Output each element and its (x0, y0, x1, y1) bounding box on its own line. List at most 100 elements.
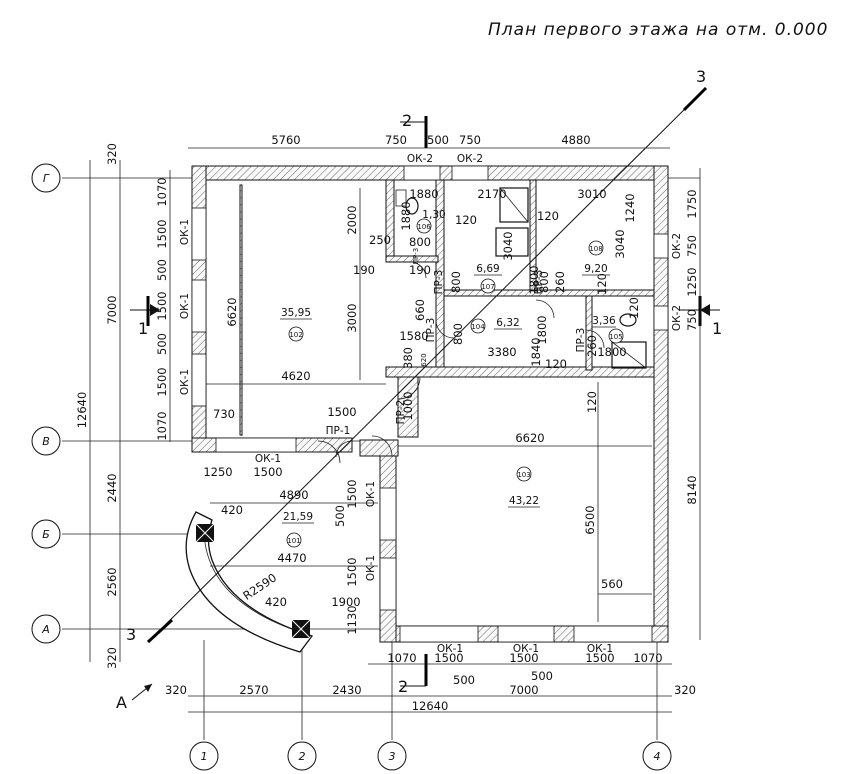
svg-text:5760: 5760 (271, 133, 300, 147)
svg-text:3040: 3040 (501, 231, 515, 260)
svg-text:ОК-2: ОК-2 (407, 153, 433, 165)
svg-text:21,59: 21,59 (283, 511, 313, 523)
svg-text:500: 500 (427, 133, 449, 147)
svg-text:1070: 1070 (155, 411, 169, 440)
svg-text:1130: 1130 (345, 605, 359, 634)
svg-text:ОК-2: ОК-2 (457, 153, 483, 165)
svg-text:750: 750 (459, 133, 481, 147)
dims-right: 1750 750 1250 750 8140 (685, 189, 699, 504)
svg-text:800: 800 (537, 271, 551, 293)
svg-text:320: 320 (674, 683, 696, 697)
svg-text:120: 120 (595, 273, 609, 295)
room-108: 108 9,20 (582, 240, 610, 276)
svg-text:101: 101 (287, 537, 300, 545)
svg-text:6500: 6500 (583, 505, 597, 534)
section-1-label-left: 1 (138, 319, 148, 338)
svg-text:ПР-3: ПР-3 (433, 270, 445, 295)
svg-text:104: 104 (471, 323, 485, 331)
section-labels: 3 3 1 1 2 2 A (116, 67, 722, 712)
svg-text:320: 320 (105, 143, 119, 165)
axis-row-b: Б (31, 519, 61, 549)
svg-text:120: 120 (537, 209, 559, 223)
svg-text:ОК-1: ОК-1 (587, 643, 613, 655)
svg-text:ПР-3: ПР-3 (533, 270, 545, 295)
svg-text:ОК-1: ОК-1 (513, 643, 539, 655)
svg-text:2000: 2000 (345, 205, 359, 234)
svg-text:1800: 1800 (535, 315, 549, 344)
svg-text:120: 120 (455, 213, 477, 227)
svg-text:120: 120 (627, 297, 641, 319)
dims-top: 5760 750 500 750 4880 (271, 133, 590, 147)
svg-text:1500: 1500 (509, 651, 538, 665)
svg-text:620: 620 (420, 353, 428, 366)
svg-text:1250: 1250 (203, 465, 232, 479)
svg-text:1240: 1240 (623, 193, 637, 222)
svg-text:ПР-3: ПР-3 (425, 318, 437, 343)
svg-text:500: 500 (333, 505, 347, 527)
svg-text:1500: 1500 (155, 219, 169, 248)
axis-row-a: А (31, 614, 61, 644)
room-104: 104 6,32 (470, 317, 522, 334)
svg-text:43,22: 43,22 (509, 495, 539, 507)
dims-internal: 6620 2000 3000 250 190 190 660 1580 380 … (203, 187, 641, 635)
svg-text:107: 107 (481, 283, 494, 291)
axis-row-g: Г (31, 163, 61, 193)
svg-text:ПР-3: ПР-3 (575, 328, 587, 353)
svg-text:6,69: 6,69 (476, 263, 499, 275)
svg-text:500: 500 (453, 673, 475, 687)
svg-text:800: 800 (451, 323, 465, 345)
svg-text:800: 800 (409, 235, 431, 249)
svg-text:800: 800 (449, 271, 463, 293)
svg-text:260: 260 (585, 335, 599, 357)
svg-text:1070: 1070 (387, 651, 416, 665)
svg-text:4470: 4470 (277, 551, 306, 565)
svg-text:1250: 1250 (685, 267, 699, 296)
svg-text:750: 750 (685, 235, 699, 257)
svg-text:1070: 1070 (633, 651, 662, 665)
svg-text:380: 380 (401, 347, 415, 369)
svg-text:120: 120 (545, 357, 567, 371)
svg-text:3010: 3010 (577, 187, 606, 201)
svg-text:6620: 6620 (225, 297, 239, 326)
svg-text:1900: 1900 (331, 595, 360, 609)
view-a-label: A (116, 693, 127, 712)
svg-text:ОК-1: ОК-1 (437, 643, 463, 655)
svg-text:1500: 1500 (327, 405, 356, 419)
room-101: 21,59 101 (282, 511, 314, 548)
section-3-label-top: 3 (696, 67, 706, 86)
svg-text:730: 730 (213, 407, 235, 421)
svg-text:500: 500 (155, 259, 169, 281)
svg-text:102: 102 (289, 331, 302, 339)
axis-markers: Г В Б А 1 2 3 4 (31, 163, 672, 771)
svg-text:2440: 2440 (105, 473, 119, 502)
svg-text:1070: 1070 (155, 177, 169, 206)
axis-col-1: 1 (189, 741, 219, 771)
svg-text:2560: 2560 (105, 567, 119, 596)
section-1-label-right: 1 (712, 319, 722, 338)
svg-text:ОК-2: ОК-2 (671, 305, 683, 331)
room-102: 35,95 102 (280, 307, 312, 342)
svg-text:1880: 1880 (399, 201, 413, 230)
svg-text:ОК-1: ОК-1 (179, 369, 191, 395)
drawing-title: План первого этажа на отм. 0.000 (488, 20, 828, 40)
svg-text:3,36: 3,36 (592, 315, 616, 327)
svg-text:105: 105 (609, 333, 622, 341)
svg-text:3: 3 (389, 750, 396, 763)
section-1-arrow-left (150, 304, 160, 316)
svg-text:1880: 1880 (409, 187, 438, 201)
room-106: 106 1,30 (416, 209, 446, 234)
svg-text:ОК-1: ОК-1 (255, 453, 281, 465)
svg-text:1800: 1800 (527, 265, 541, 294)
svg-text:2: 2 (299, 750, 306, 763)
svg-text:1500: 1500 (434, 651, 463, 665)
svg-text:1: 1 (201, 750, 208, 763)
svg-text:ОК-1: ОК-1 (179, 219, 191, 245)
plumbing-fixtures (395, 187, 647, 369)
porch-columns (195, 523, 311, 639)
svg-text:Б: Б (42, 528, 50, 541)
svg-text:12640: 12640 (412, 699, 449, 713)
svg-text:2430: 2430 (332, 683, 361, 697)
svg-text:35,95: 35,95 (281, 307, 311, 319)
svg-text:6,32: 6,32 (496, 317, 519, 329)
